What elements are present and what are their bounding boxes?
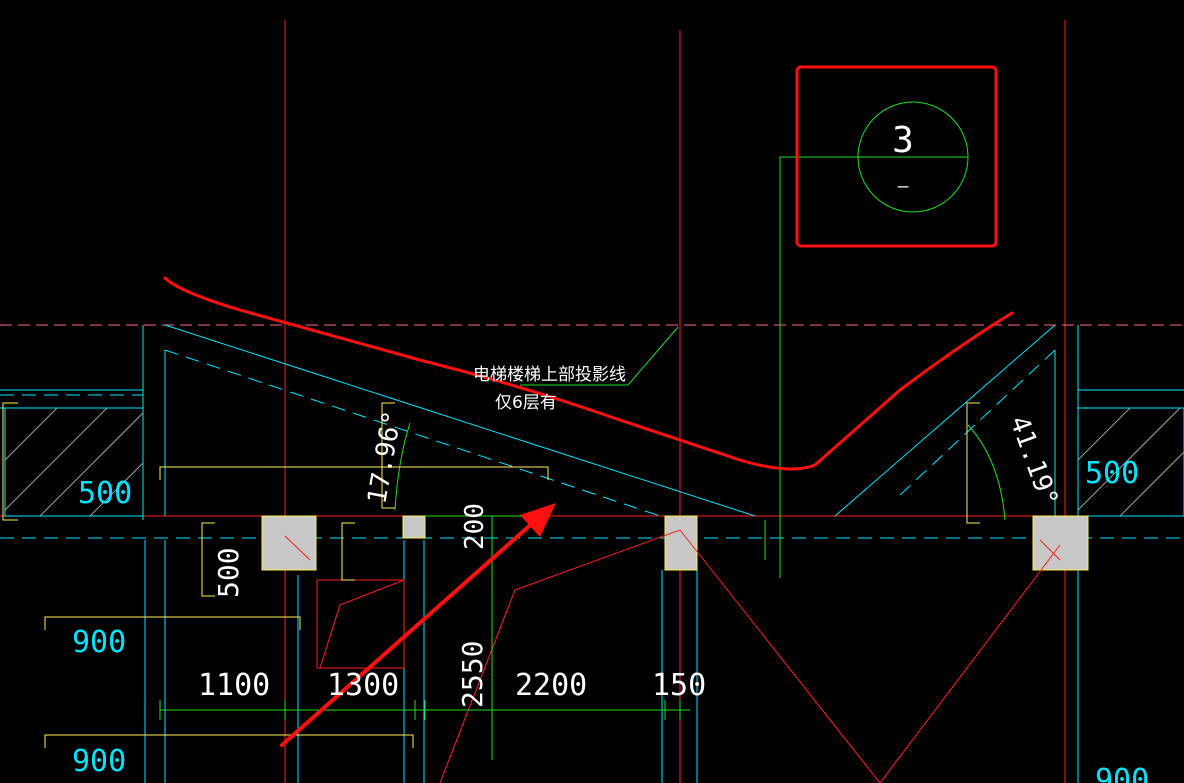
- dim-1100: 1100: [198, 668, 270, 703]
- dim-900-top: 900: [72, 625, 126, 660]
- axis-bubble-sub: —: [898, 176, 909, 197]
- structural-columns: [261, 515, 1089, 571]
- markup-highlight-rectangle: [795, 65, 998, 248]
- column-d: [1032, 515, 1089, 571]
- dim-500-vertical: 500: [212, 547, 245, 598]
- hatched-wall-left: [4, 407, 144, 517]
- dim-2200: 2200: [515, 668, 587, 703]
- wall-lines: [0, 324, 1184, 783]
- column-c: [664, 515, 698, 571]
- yellow-dim-lines: [2, 402, 980, 748]
- dim-900-bottom: 900: [72, 744, 126, 779]
- dim-150: 150: [652, 668, 706, 703]
- axis-grid-lines: [0, 20, 1184, 783]
- wall-dashed: [0, 349, 1184, 539]
- note-line-1: 电梯楼梯上部投影线: [473, 365, 626, 385]
- column-b: [402, 515, 426, 539]
- markup-freehand-curve: [163, 276, 1014, 471]
- dim-500-right: 500: [1085, 456, 1139, 491]
- axis-bubble-number: 3: [892, 120, 914, 161]
- axis-bubble: 3 —: [857, 101, 969, 213]
- dim-200: 200: [460, 503, 490, 550]
- lower-red-lines: [284, 529, 1061, 783]
- hatched-wall-right: [1077, 407, 1184, 517]
- dim-500-left: 500: [78, 476, 132, 511]
- markup-arrow: [280, 503, 556, 747]
- note-line-2: 仅6层有: [495, 393, 557, 413]
- column-a: [261, 515, 317, 571]
- dim-900-right: 900: [1095, 763, 1149, 783]
- dim-2550: 2550: [456, 641, 489, 708]
- dim-1300: 1300: [327, 668, 399, 703]
